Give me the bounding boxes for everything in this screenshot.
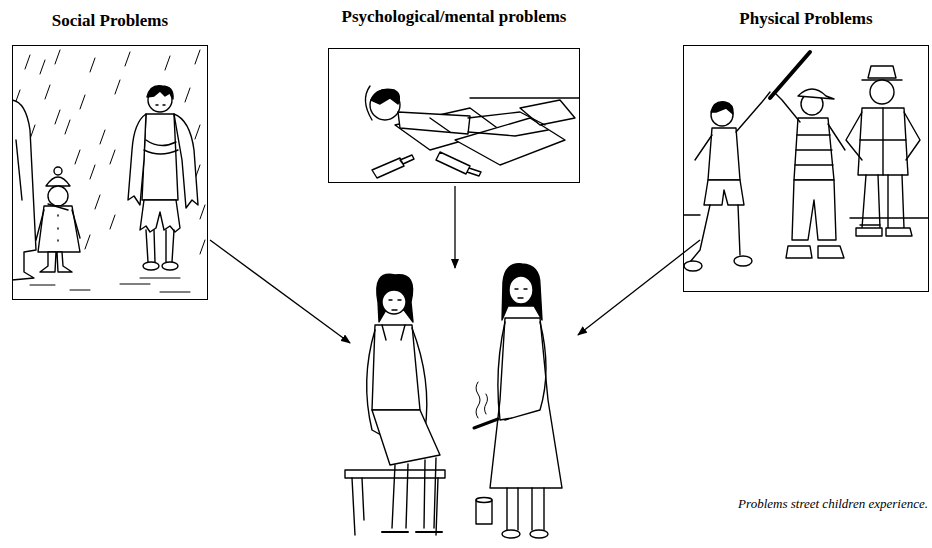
sleeping-child	[371, 89, 399, 104]
ragged-boy	[146, 230, 174, 262]
sitting-boy	[377, 274, 413, 322]
ragged-boy	[142, 114, 178, 200]
sitting-boy	[372, 410, 440, 465]
tin-can	[476, 500, 492, 524]
illustration-panel: Physical Problems	[683, 8, 929, 292]
pointer-arrow	[454, 186, 455, 268]
boy-with-stick	[798, 89, 834, 99]
panel-heading: Physical Problems	[739, 8, 872, 30]
figure-caption: Problems street children experience.	[738, 496, 928, 512]
pointer-arrows	[210, 186, 700, 343]
sitting-boy	[382, 290, 406, 314]
physical-scene	[683, 52, 929, 271]
ragged-boy	[147, 86, 173, 99]
child-figure	[54, 167, 62, 175]
standing-girl	[509, 276, 533, 304]
sitting-boy	[392, 458, 436, 528]
boy-with-stick	[794, 118, 834, 180]
sleeping-child	[370, 90, 400, 120]
social-scene	[12, 50, 205, 292]
bottle	[372, 155, 414, 178]
rain	[15, 50, 205, 254]
puddle	[30, 278, 190, 292]
standing-girl	[490, 318, 562, 488]
adult-figure	[16, 140, 22, 200]
fighting-boy	[695, 92, 770, 160]
sitting-boy	[389, 300, 401, 310]
watching-man	[862, 175, 904, 228]
sitting-boy	[382, 531, 442, 533]
smoke	[476, 382, 488, 418]
ragged-boy	[143, 262, 159, 270]
sleeping-child	[430, 112, 548, 136]
ragged-boy	[162, 262, 178, 270]
ragged-boy	[140, 200, 180, 232]
adult-figure	[12, 100, 36, 280]
boy-with-stick	[792, 180, 836, 240]
child-figure	[38, 206, 80, 252]
fighting-boy	[690, 205, 740, 262]
child-figure	[40, 252, 72, 272]
bottle	[436, 152, 481, 176]
cigarette	[474, 419, 498, 428]
standing-girl	[502, 264, 542, 320]
child-figure	[36, 204, 80, 241]
fighting-boy	[734, 256, 752, 266]
watching-man	[870, 80, 894, 104]
tin-can	[476, 498, 492, 503]
watching-man	[856, 228, 912, 236]
fighting-boy	[708, 128, 740, 180]
panel-heading: Social Problems	[52, 10, 168, 32]
fighting-boy	[684, 261, 702, 271]
watching-man	[862, 66, 902, 80]
fighting-boy	[711, 102, 733, 114]
wall-line	[470, 97, 580, 98]
sitting-boy	[372, 325, 420, 410]
illustration-panel: Social Problems	[12, 10, 208, 300]
pointer-arrow	[210, 240, 350, 343]
standing-girl	[515, 289, 527, 298]
panel-frame	[328, 48, 580, 183]
illustration-panel: Psychological/mental problems	[328, 6, 580, 183]
standing-girl	[498, 322, 546, 420]
ragged-boy	[128, 114, 198, 208]
boy-with-stick	[786, 246, 844, 258]
child-figure	[46, 177, 70, 186]
panel-frame	[12, 45, 208, 300]
newspaper	[455, 118, 565, 165]
street-children-figure	[345, 264, 562, 538]
sleeping-child	[398, 112, 470, 134]
panel-frame	[683, 45, 929, 292]
psychological-scene	[365, 86, 580, 178]
ragged-boy	[144, 105, 178, 154]
standing-girl	[507, 488, 544, 530]
panel-heading: Psychological/mental problems	[342, 6, 567, 28]
standing-girl	[502, 530, 520, 538]
standing-girl	[530, 530, 548, 538]
boy-with-stick	[774, 92, 845, 165]
pointer-arrow	[578, 240, 700, 335]
fighting-boy	[704, 180, 744, 205]
watching-man	[846, 108, 920, 175]
child-figure	[48, 186, 68, 206]
newspaper	[520, 100, 575, 125]
